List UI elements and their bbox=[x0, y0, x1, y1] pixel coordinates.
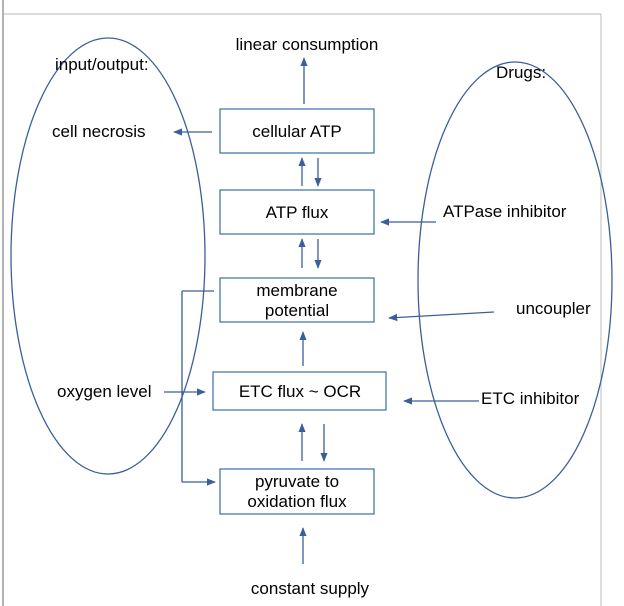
cell-necrosis-label: cell necrosis bbox=[52, 122, 146, 141]
arrow-uncoupler bbox=[388, 311, 495, 322]
membrane-potential-label-line1: membrane bbox=[256, 281, 337, 300]
atp-flux-label: ATP flux bbox=[266, 203, 329, 222]
drugs-label: Drugs: bbox=[496, 63, 546, 82]
pyruvate-flux-box: pyruvate to oxidation flux bbox=[219, 468, 375, 515]
etc-flux-label: ETC flux ~ OCR bbox=[239, 382, 361, 401]
etc-inhibitor-label: ETC inhibitor bbox=[481, 389, 580, 408]
cellular-atp-box: cellular ATP bbox=[219, 108, 375, 154]
membrane-potential-box: membrane potential bbox=[219, 277, 375, 323]
etc-flux-box: ETC flux ~ OCR bbox=[212, 371, 387, 411]
input-output-label: input/output: bbox=[55, 55, 149, 74]
pyruvate-flux-label-line2: oxidation flux bbox=[247, 492, 347, 511]
atp-flux-box: ATP flux bbox=[219, 189, 375, 235]
atpase-inhibitor-label: ATPase inhibitor bbox=[443, 202, 567, 221]
membrane-potential-label-line2: potential bbox=[265, 301, 329, 320]
linear-consumption-label: linear consumption bbox=[236, 35, 379, 54]
uncoupler-label: uncoupler bbox=[516, 299, 591, 318]
input-output-ellipse bbox=[10, 37, 206, 475]
constant-supply-label: constant supply bbox=[251, 579, 370, 598]
drugs-ellipse bbox=[417, 61, 613, 499]
pyruvate-flux-label-line1: pyruvate to bbox=[255, 472, 339, 491]
cellular-atp-label: cellular ATP bbox=[252, 122, 341, 141]
oxygen-level-label: oxygen level bbox=[57, 382, 152, 401]
